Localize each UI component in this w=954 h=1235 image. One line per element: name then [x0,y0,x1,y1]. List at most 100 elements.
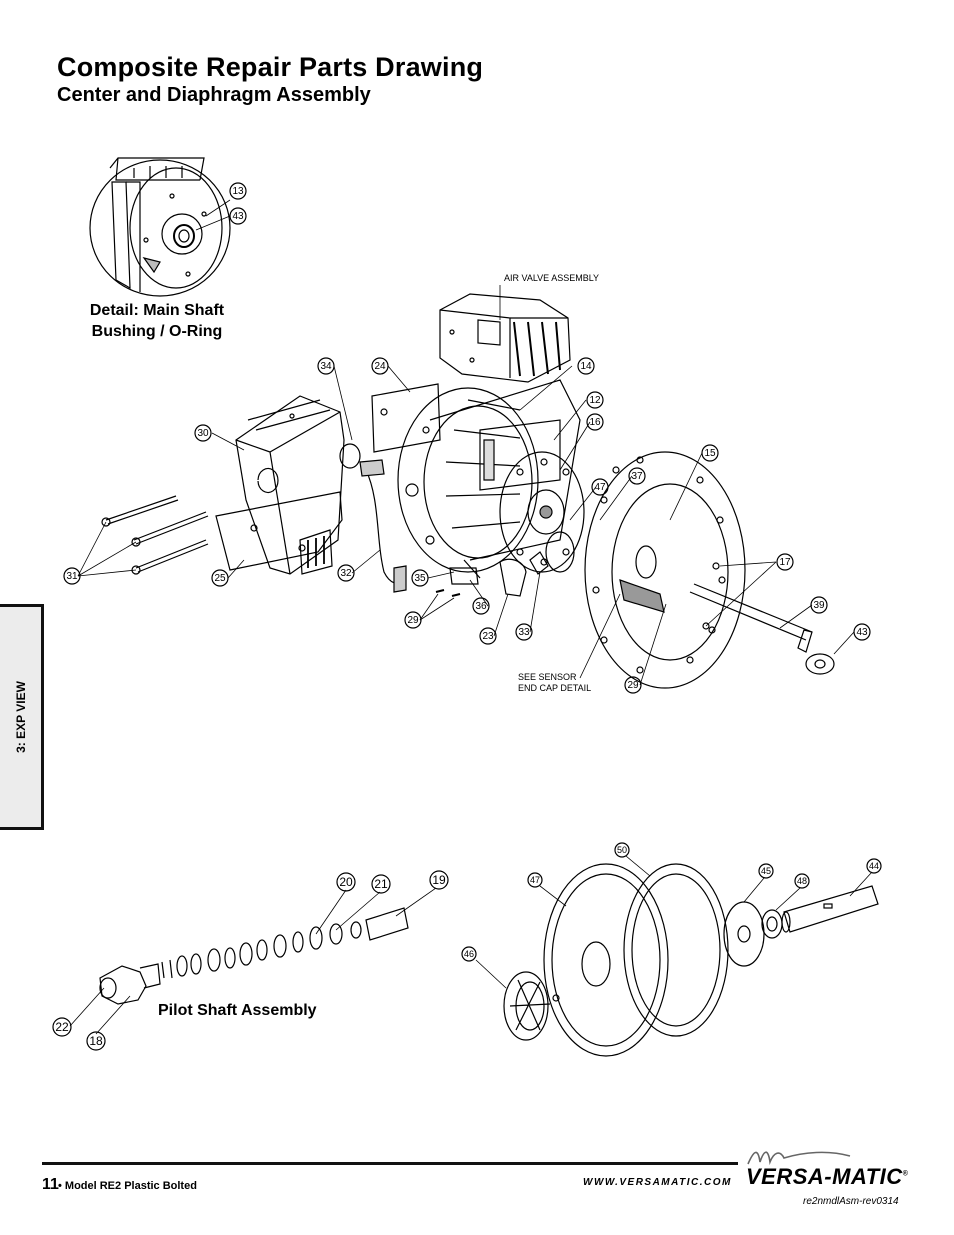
callout-39: 39 [810,596,828,614]
svg-text:44: 44 [869,861,879,871]
callout-36: 36 [472,597,490,615]
callout-25: 25 [211,569,229,587]
callout-30: 30 [194,424,212,442]
svg-text:21: 21 [374,877,388,891]
main-shaft-illustration [689,562,835,675]
exploded-leader-lines [475,855,873,989]
detail-caption-line2: Bushing / O-Ring [91,323,223,340]
sensor-note-line1: SEE SENSOR [518,672,577,682]
svg-text:29: 29 [627,680,639,691]
model-label: • Model RE2 Plastic Bolted [58,1180,197,1192]
svg-text:23: 23 [482,631,494,642]
callout-12: 12 [586,391,604,409]
svg-text:12: 12 [589,395,601,406]
svg-text:50: 50 [617,845,627,855]
pilot-shaft-caption: Pilot Shaft Assembly [158,1002,317,1019]
callout-22: 22 [52,1017,72,1037]
gasket-24-illustration [371,383,441,453]
svg-text:15: 15 [704,448,716,459]
svg-text:20: 20 [339,875,353,889]
svg-text:22: 22 [55,1020,69,1034]
svg-text:33: 33 [518,627,530,638]
callout-24: 24 [371,357,389,375]
brand-logo-text: VERSA-MATIC [746,1164,903,1189]
pilot-leader-lines [69,887,437,1035]
page-subtitle: Center and Diaphragm Assembly [57,84,371,106]
detail-main-shaft-illustration [89,157,231,297]
sensor-note-line2: END CAP DETAIL [518,683,591,693]
callout-47: 47 [591,478,609,496]
main-leader-lines [77,199,855,686]
svg-text:24: 24 [374,361,386,372]
svg-text:39: 39 [813,600,825,611]
svg-text:16: 16 [589,417,601,428]
callout-37: 37 [628,467,646,485]
gasket-plate-illustration [215,491,343,571]
svg-text:34: 34 [320,361,332,372]
air-valve-assembly-illustration [439,293,571,383]
callout-14: 14 [577,357,595,375]
callout-33: 33 [515,623,533,641]
svg-text:17: 17 [779,557,791,568]
callout-34: 34 [317,357,335,375]
pilot-shaft-illustration [99,959,173,1005]
callout-48: 48 [794,873,810,889]
callout-32: 32 [337,564,355,582]
exploded-diaphragm-illustration [503,863,879,1057]
callout-50: 50 [614,842,630,858]
callout-31: 31 [63,567,81,585]
svg-text:36: 36 [475,601,487,612]
callout-47: 47 [527,872,543,888]
page-title: Composite Repair Parts Drawing [57,52,484,82]
end-cap-illustration [235,395,345,575]
callout-35: 35 [411,569,429,587]
svg-text:46: 46 [464,949,474,959]
footer-rule [42,1162,738,1165]
website-link[interactable]: WWW.VERSAMATIC.COM [583,1177,732,1188]
svg-text:35: 35 [414,573,426,584]
bolts-illustration [101,495,209,575]
center-section-illustration [397,379,581,573]
svg-text:25: 25 [214,573,226,584]
callout-15: 15 [701,444,719,462]
svg-text:48: 48 [797,876,807,886]
brand-logo-swoosh-icon [747,1151,851,1166]
svg-text:32: 32 [340,568,352,579]
center-plate-illustration [499,451,585,573]
detail-caption-line1: Detail: Main Shaft [89,302,225,319]
callout-29: 29 [404,611,422,629]
callout-13: 13 [229,182,247,200]
sensor-cable-illustration [339,443,407,593]
svg-text:13: 13 [232,186,244,197]
svg-text:14: 14 [580,361,592,372]
document-code: re2nmdlAsm-rev0314 [803,1196,899,1207]
callout-17: 17 [776,553,794,571]
callout-21: 21 [371,874,391,894]
page-number: 11 [42,1176,59,1193]
callout-45: 45 [758,863,774,879]
brand-logo: VERSA-MATIC® [746,1164,908,1190]
svg-text:18: 18 [89,1034,103,1048]
callout-46: 46 [461,946,477,962]
callout-44: 44 [866,858,882,874]
callout-20: 20 [336,872,356,892]
diaphragm-assembly-illustration [584,451,746,689]
callout-19: 19 [429,870,449,890]
svg-text:43: 43 [232,211,244,222]
pilot-shaft-seals [176,907,409,977]
callout-18: 18 [86,1031,106,1051]
svg-text:19: 19 [432,873,446,887]
detail-caption: Detail: Main Shaft Bushing / O-Ring [72,300,242,342]
svg-text:30: 30 [197,428,209,439]
svg-text:29: 29 [407,615,419,626]
svg-text:43: 43 [856,627,868,638]
registered-mark: ® [902,1170,909,1178]
callout-16: 16 [586,413,604,431]
callout-23: 23 [479,627,497,645]
callout-43: 43 [229,207,247,225]
svg-text:37: 37 [631,471,643,482]
air-valve-assembly-note: AIR VALVE ASSEMBLY [504,273,599,283]
callout-43: 43 [853,623,871,641]
section-side-tab[interactable]: 3: EXP VIEW [0,604,44,830]
